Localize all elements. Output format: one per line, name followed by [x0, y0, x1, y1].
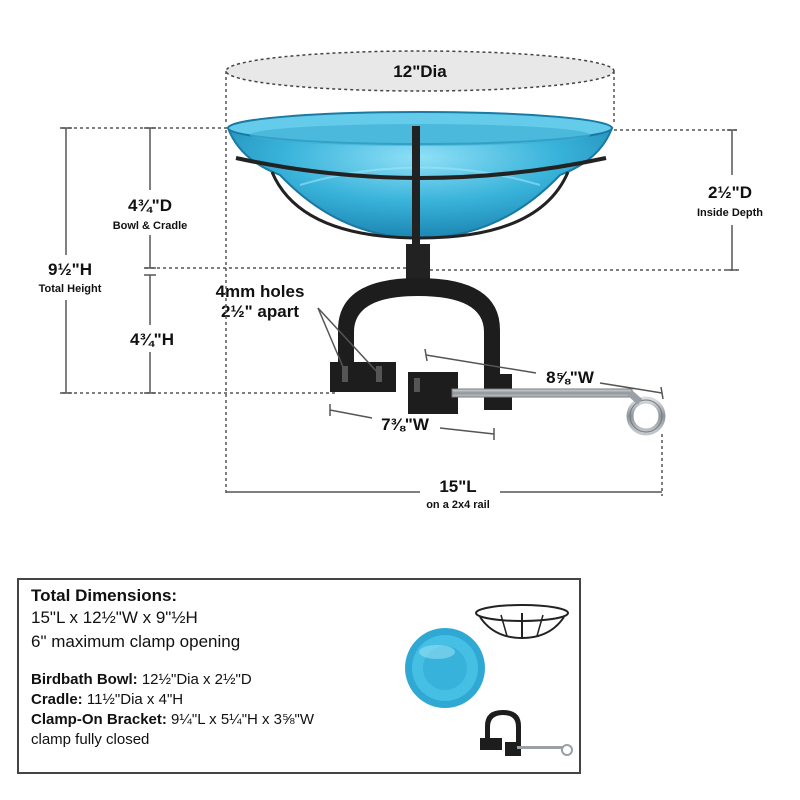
spec-row-bowl-value: 12½"Dia x 2½"D: [137, 671, 252, 688]
spec-row-bowl-label: Birdbath Bowl:: [31, 671, 138, 688]
inside-depth-label: 2½"D: [708, 183, 752, 202]
eye-bolt: [451, 388, 666, 436]
bracket-thumbnail: [480, 710, 573, 756]
total-height-label: 9½"H: [48, 260, 92, 279]
total-length-label: 15"L: [439, 477, 476, 496]
total-length-dimension: 15"L on a 2x4 rail: [225, 130, 663, 511]
left-dimensions: 9½"H Total Height 4¾"D Bowl & Cradle 4¾"…: [39, 127, 406, 394]
inside-depth-dimension: 2½"D Inside Depth: [430, 129, 763, 271]
component-thumbnails: [405, 604, 573, 756]
spec-footnote: clamp fully closed: [31, 731, 150, 748]
spec-row-cradle-value: 11½"Dia x 4"H: [82, 691, 184, 708]
bowl-cradle-caption: Bowl & Cradle: [113, 220, 188, 232]
product-dimension-diagram: 12"Dia 2½"D: [39, 50, 763, 511]
spec-row-bowl: Birdbath Bowl: 12½"Dia x 2½"D: [31, 671, 391, 688]
dimensions-spec-panel: Total Dimensions: 15"L x 12½"W x 9"½H 6"…: [17, 578, 581, 774]
spec-total-dimensions: 15"L x 12½"W x 9"½H: [31, 608, 198, 627]
diameter-dimension: 12"Dia: [225, 50, 615, 125]
spec-title: Total Dimensions:: [31, 586, 178, 605]
bowl-thumbnail: [405, 628, 485, 708]
inside-depth-caption: Inside Depth: [697, 207, 763, 219]
spec-row-bracket: Clamp-On Bracket: 9¼"L x 5¼"H x 3⅝"W: [31, 711, 391, 728]
holes-label-line1: 4mm holes: [216, 282, 305, 301]
bracket-width-dimension: 7⅜"W: [329, 404, 495, 440]
total-length-caption: on a 2x4 rail: [426, 499, 490, 511]
spec-row-bracket-value: 9¼"L x 5¼"H x 3⅝"W: [166, 711, 315, 728]
total-height-caption: Total Height: [39, 283, 102, 295]
cradle: [235, 126, 607, 280]
clamp-width-label: 8⅝"W: [546, 368, 595, 387]
spec-row-bracket-label: Clamp-On Bracket:: [31, 711, 167, 728]
bracket-width-label: 7⅜"W: [381, 415, 430, 434]
spec-text: Total Dimensions: 15"L x 12½"W x 9"½H 6"…: [31, 586, 391, 751]
cradle-thumbnail: [475, 604, 569, 640]
spec-row-cradle-label: Cradle:: [31, 691, 83, 708]
clamp-width-dimension: 8⅝"W: [424, 348, 664, 400]
spec-clamp-opening: 6" maximum clamp opening: [31, 632, 241, 651]
bracket-height-label: 4¾"H: [130, 330, 174, 349]
bowl-cradle-depth-label: 4¾"D: [128, 196, 172, 215]
bowl-diameter-label: 12"Dia: [393, 62, 447, 81]
spec-row-cradle: Cradle: 11½"Dia x 4"H: [31, 691, 391, 708]
holes-label-line2: 2½" apart: [221, 302, 299, 321]
holes-callout: 4mm holes 2½" apart: [216, 282, 380, 375]
